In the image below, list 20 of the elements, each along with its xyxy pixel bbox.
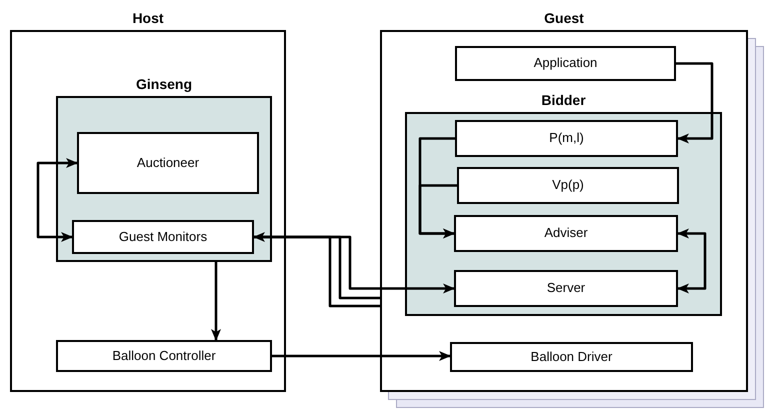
process-box: Application <box>455 46 676 81</box>
process-box: Adviser <box>454 215 678 252</box>
group-heading: Guest <box>543 9 585 28</box>
connector-arrow <box>418 184 457 238</box>
process-box: Balloon Controller <box>56 340 272 372</box>
group-heading: Host <box>131 9 165 28</box>
process-box: Server <box>454 270 678 307</box>
connector-arrow <box>676 62 714 144</box>
process-box: P(m,l) <box>455 120 678 157</box>
connector-arrow <box>272 351 451 361</box>
process-box: Guest Monitors <box>72 220 254 254</box>
group-heading: Bidder <box>540 91 587 110</box>
connector-arrow <box>36 158 78 242</box>
connector-arrow <box>677 228 706 294</box>
process-box: Auctioneer <box>77 132 259 194</box>
group-heading: Ginseng <box>134 75 193 94</box>
process-box: Balloon Driver <box>450 342 693 372</box>
connector-arrow <box>253 232 455 294</box>
process-box: Vp(p) <box>457 167 679 204</box>
connector-arrow <box>211 262 221 341</box>
